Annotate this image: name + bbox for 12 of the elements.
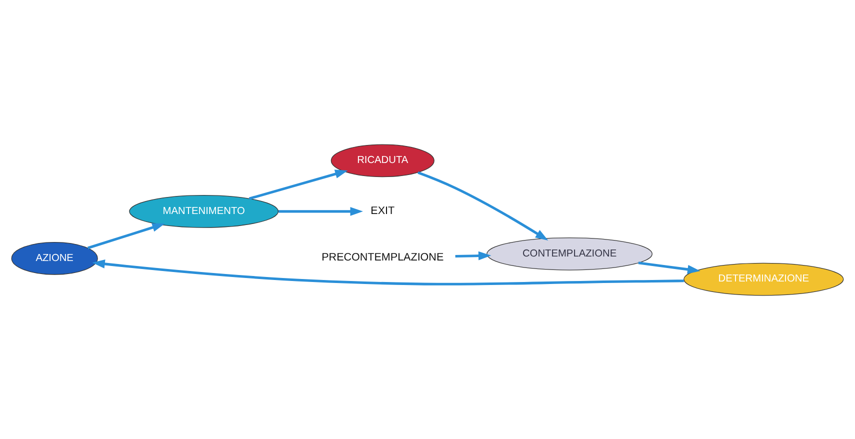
- arrow: [638, 261, 700, 274]
- arrow: [418, 170, 548, 240]
- arrow: [278, 206, 363, 216]
- arrow: [248, 169, 348, 200]
- node-text: EXIT: [370, 204, 395, 217]
- arrow: [92, 259, 684, 285]
- arrow: [455, 250, 492, 260]
- node-ellipse: AZIONE: [11, 241, 98, 274]
- node-text: PRECONTEMPLAZIONE: [322, 250, 444, 263]
- node-ellipse: CONTEMPLAZIONE: [486, 237, 652, 270]
- node-ellipse: MANTENIMENTO: [129, 194, 279, 228]
- arrow: [87, 222, 165, 249]
